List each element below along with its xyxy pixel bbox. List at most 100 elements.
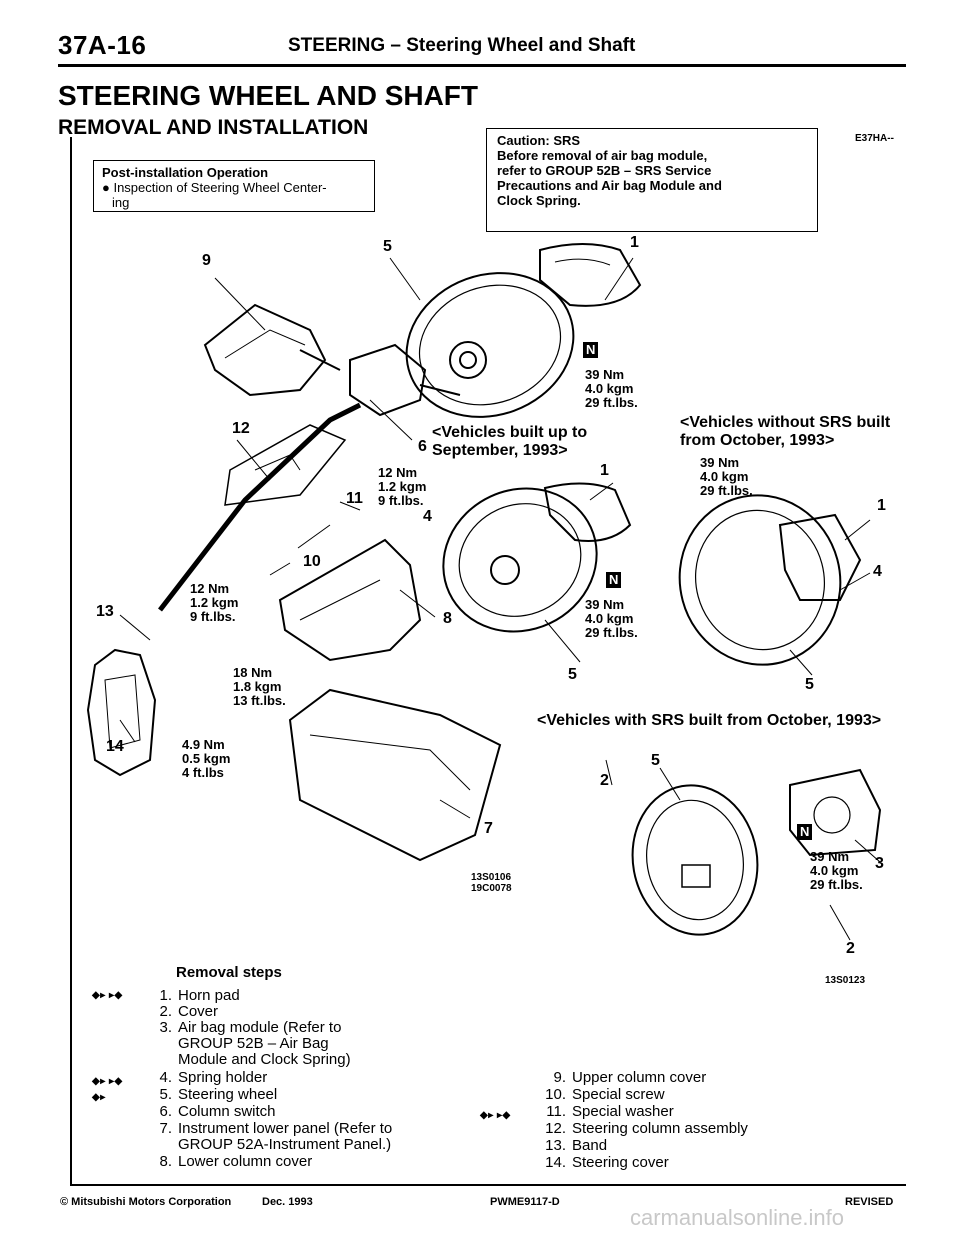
nut-marker-top: N: [583, 342, 599, 358]
removal-step: 4.Spring holder: [150, 1070, 267, 1086]
removal-step: 1. Horn pad: [150, 987, 240, 1004]
air-bag-module-shape: [789, 768, 882, 857]
removal-step: 10.Special screw: [544, 1086, 665, 1103]
footer-copyright: © Mitsubishi Motors Corporation: [60, 1196, 232, 1208]
torque-nm: 12 Nm: [190, 581, 230, 596]
removal-step: 5. Steering wheel: [150, 1087, 277, 1103]
steering-wheel-without-srs: [678, 494, 842, 666]
step-number: 8.: [159, 1153, 172, 1170]
step-number: 6.: [159, 1103, 172, 1120]
torque-ftlbs: 29 ft.lbs.: [810, 877, 863, 892]
torque-spec-wheel-top: 39 Nm 4.0 kgm 29 ft.lbs.: [585, 368, 638, 410]
torque-kgm: 1.2 kgm: [378, 479, 427, 494]
step-text: Horn pad: [178, 987, 240, 1004]
step-number: 13.: [545, 1137, 566, 1154]
torque-nm: 39 Nm: [700, 455, 740, 470]
step-text: Column switch: [178, 1103, 276, 1120]
torque-ftlbs: 13 ft.lbs.: [233, 693, 286, 708]
caution-line-3: refer to GROUP 52B – SRS Service: [497, 163, 712, 178]
torque-kgm: 4.0 kgm: [585, 381, 634, 396]
header-title: STEERING – Steering Wheel and Shaft: [288, 35, 636, 56]
torque-nm: 4.9 Nm: [182, 737, 225, 752]
figure-code-a2: 19C0078: [471, 883, 512, 894]
torque-kgm: 1.2 kgm: [190, 595, 239, 610]
post-installation-heading: Post-installation Operation: [102, 165, 269, 180]
step-text: Air bag module (Refer to: [178, 1019, 342, 1036]
torque-ftlbs: 9 ft.lbs.: [378, 493, 424, 508]
steering-cover-shape: [86, 648, 157, 777]
removal-step: 6. Column switch: [150, 1103, 276, 1120]
step-text-cont: GROUP 52A-Instrument Panel.): [178, 1136, 392, 1153]
step-text: Steering cover: [572, 1154, 669, 1171]
step-text: Band: [572, 1137, 608, 1154]
service-marks-step-10: ◆▸ ▸◆: [480, 1110, 511, 1121]
lower-column-cover-shape: [278, 538, 422, 662]
footer-date: Dec. 1993: [262, 1196, 313, 1208]
callout-14: 14: [106, 738, 124, 755]
post-installation-item-cont: ing: [112, 195, 130, 210]
step-text: Upper column cover: [572, 1069, 707, 1086]
step-number: 14.: [545, 1154, 566, 1171]
caption-without-line1: <Vehicles without SRS built: [680, 414, 891, 431]
step-text: Steering column assembly: [572, 1120, 748, 1137]
step-text: Special screw: [572, 1086, 665, 1103]
callout-5-right: 5: [805, 676, 814, 693]
nut-marker-mid: N: [606, 572, 622, 588]
caption-without-line2: from October, 1993>: [680, 432, 835, 449]
torque-ftlbs: 29 ft.lbs.: [585, 395, 638, 410]
step-number: 7.: [159, 1120, 172, 1137]
step-number: 5.: [159, 1086, 172, 1103]
step-text: Steering wheel: [178, 1086, 278, 1103]
page-title: STEERING WHEEL AND SHAFT: [58, 80, 479, 111]
section-number: 37A-16: [58, 30, 147, 60]
step-text: Instrument lower panel (Refer to: [178, 1120, 393, 1137]
caption-without-srs: <Vehicles without SRS built from October…: [680, 414, 890, 450]
step-text-cont: GROUP 52B – Air Bag: [178, 1035, 329, 1052]
step-text: Cover: [178, 1003, 219, 1020]
steering-wheel-main: [405, 272, 575, 418]
horn-pad-top: [539, 243, 642, 307]
torque-nm: 18 Nm: [233, 665, 273, 680]
watermark: carmanualsonline.info: [630, 1205, 845, 1230]
step-number: 1.: [159, 987, 172, 1004]
step-number: 3.: [159, 1019, 172, 1036]
steering-wheel-upto-sept-1993: [442, 487, 598, 633]
step-text: Lower column cover: [178, 1153, 313, 1170]
frame-left-rule: [70, 137, 72, 1185]
removal-step: 14. Steering cover: [544, 1155, 669, 1171]
post-installation-item: ● Inspection of Steering Wheel Center-: [102, 180, 327, 195]
callout-1-top: 1: [630, 234, 639, 251]
callout-5-mid: 5: [568, 666, 577, 683]
removal-step: 2. Cover: [150, 1004, 218, 1020]
torque-kgm: 4.0 kgm: [810, 863, 859, 878]
figure-code-a1: 13S0106: [471, 872, 512, 883]
service-marks-step-1: ◆▸ ▸◆: [92, 990, 123, 1001]
torque-nm: 39 Nm: [585, 367, 625, 382]
step-number: 2.: [159, 1003, 172, 1020]
torque-kgm: 4.0 kgm: [585, 611, 634, 626]
service-marks-step-4: ◆▸ ▸◆: [92, 1076, 123, 1087]
callout-2-bottom: 2: [600, 772, 609, 789]
removal-step: 11.Special washer: [544, 1104, 673, 1120]
callout-10: 10: [303, 553, 321, 570]
steering-wheel-with-srs: [631, 784, 759, 936]
callout-4-right: 4: [873, 563, 882, 580]
post-installation-box: Post-installation Operation ● Inspection…: [93, 160, 375, 212]
caution-box: Caution: SRS Before removal of air bag m…: [486, 128, 818, 232]
torque-ftlbs: 9 ft.lbs.: [190, 609, 236, 624]
torque-nm: 39 Nm: [585, 597, 625, 612]
torque-spec-wheel-mid: 39 Nm 4.0 kgm 29 ft.lbs.: [585, 598, 638, 640]
caution-line-2: Before removal of air bag module,: [497, 148, 708, 163]
header-rule: [58, 64, 906, 67]
callout-12: 12: [232, 420, 250, 437]
torque-spec-wheel-right: 39 Nm 4.0 kgm 29 ft.lbs.: [700, 456, 753, 498]
removal-step: 9.Upper column cover: [544, 1070, 706, 1086]
callout-3: 3: [875, 855, 884, 872]
footer-publication-number: PWME9117-D: [490, 1196, 560, 1208]
footer-status: REVISED: [845, 1196, 894, 1208]
caption-upto-line2: September, 1993>: [432, 442, 568, 459]
torque-nm: 39 Nm: [810, 849, 850, 864]
callout-6: 6: [418, 438, 427, 455]
